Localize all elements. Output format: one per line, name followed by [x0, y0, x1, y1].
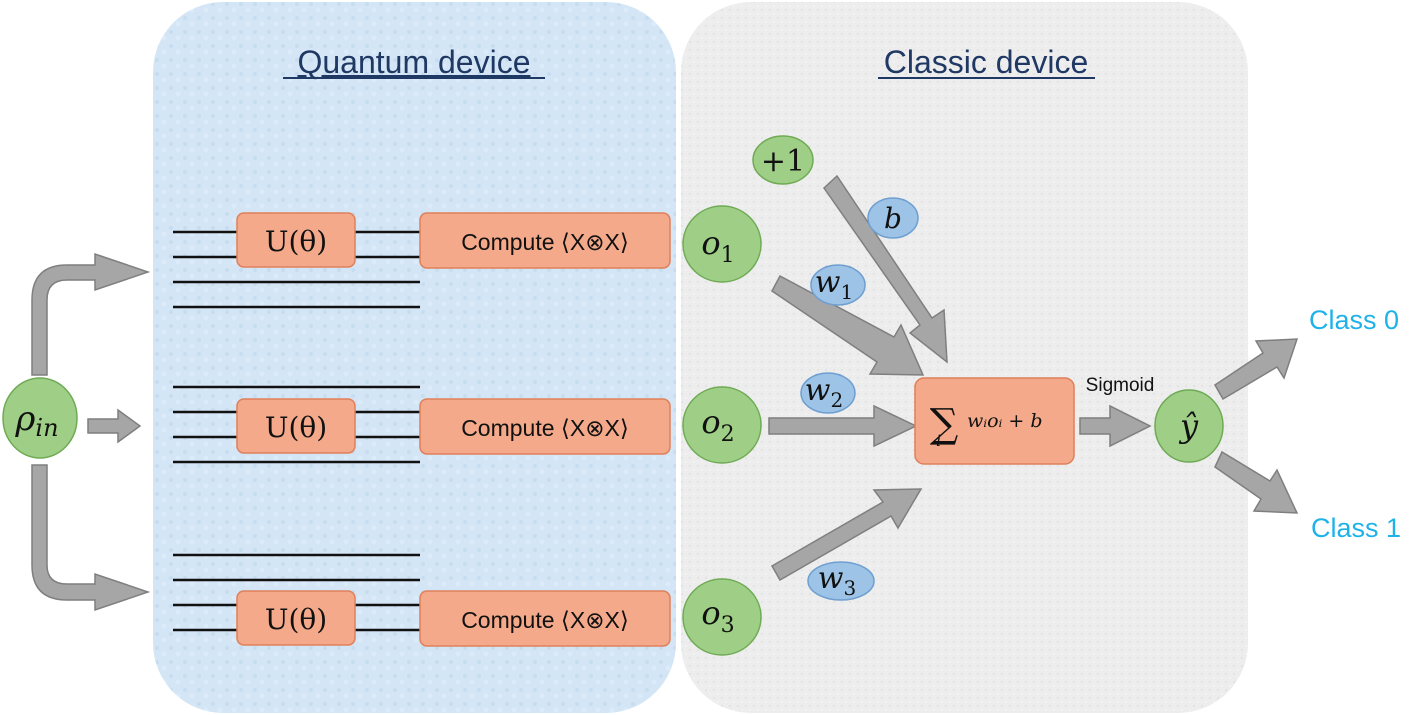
- arrow-o1: [771, 274, 925, 376]
- circuit-2: U(θ) Compute ⟨X⊗X⟩: [236, 398, 671, 455]
- arrow-class1: [1214, 450, 1299, 514]
- gate-label: U(θ): [265, 225, 327, 258]
- svg-text:o1: o1: [701, 224, 734, 268]
- sigmoid-label: Sigmoid: [1086, 375, 1155, 396]
- prediction-label: ŷ: [1178, 407, 1199, 445]
- arrow-o2: [768, 404, 918, 448]
- prediction-node: ŷ: [1154, 389, 1224, 463]
- qubit-wires: [173, 230, 420, 632]
- input-state-node: ρin: [2, 377, 78, 459]
- classic-arrows: [768, 174, 1299, 582]
- weight-b: b: [867, 197, 919, 239]
- class-1-label: Class 1: [1311, 513, 1401, 543]
- measure-label: Compute ⟨X⊗X⟩: [461, 607, 629, 633]
- gate-label: U(θ): [265, 411, 327, 444]
- split-arrow-top: [31, 252, 151, 376]
- svg-text:w1: w1: [815, 265, 853, 304]
- input-state-label: ρin: [14, 399, 58, 442]
- weight-w1: w1: [810, 264, 866, 306]
- arrow-o3: [770, 488, 923, 582]
- gate-box: [236, 212, 356, 268]
- measure-label: Compute ⟨X⊗X⟩: [461, 229, 629, 255]
- svg-text:b: b: [884, 202, 902, 235]
- split-arrow-bottom: [31, 464, 151, 612]
- svg-text:o2: o2: [701, 403, 734, 447]
- arrow-bias: [823, 174, 948, 364]
- circuit-1: U(θ) Compute ⟨X⊗X⟩: [236, 212, 671, 269]
- svg-text:w2: w2: [805, 373, 843, 412]
- svg-text:w3: w3: [818, 561, 856, 600]
- bias-node-label: +1: [761, 144, 805, 179]
- gate-box: [236, 590, 356, 646]
- measure-box: [419, 590, 671, 647]
- output-node-3: o3: [682, 578, 762, 656]
- quantum-device-panel: [153, 2, 676, 713]
- split-arrow-middle: [87, 408, 142, 444]
- weight-w2: w2: [800, 372, 856, 414]
- measure-box: [419, 398, 671, 455]
- measure-box: [419, 212, 671, 269]
- sum-sigma: ∑: [930, 401, 959, 447]
- arrow-sigmoid: [1079, 404, 1152, 448]
- circuit-3: U(θ) Compute ⟨X⊗X⟩: [236, 590, 671, 647]
- class-0-label: Class 0: [1309, 305, 1399, 335]
- sum-index: i: [936, 431, 941, 450]
- arrow-class0: [1214, 338, 1299, 401]
- sum-node: ∑ i wᵢoᵢ + b: [914, 377, 1075, 465]
- classic-device-title: Classic device: [884, 44, 1089, 80]
- gate-box: [236, 398, 356, 454]
- quantum-device-title: Quantum device: [297, 44, 530, 80]
- gate-label: U(θ): [265, 603, 327, 636]
- weight-w3: w3: [807, 561, 875, 601]
- svg-text:o3: o3: [701, 594, 734, 638]
- bias-node: +1: [752, 135, 814, 185]
- measure-label: Compute ⟨X⊗X⟩: [461, 415, 629, 441]
- output-node-2: o2: [682, 386, 762, 464]
- input-split-arrows: [31, 252, 151, 612]
- output-node-1: o1: [682, 205, 762, 283]
- classic-device-panel: [681, 2, 1248, 713]
- sum-expr: wᵢoᵢ + b: [967, 410, 1043, 432]
